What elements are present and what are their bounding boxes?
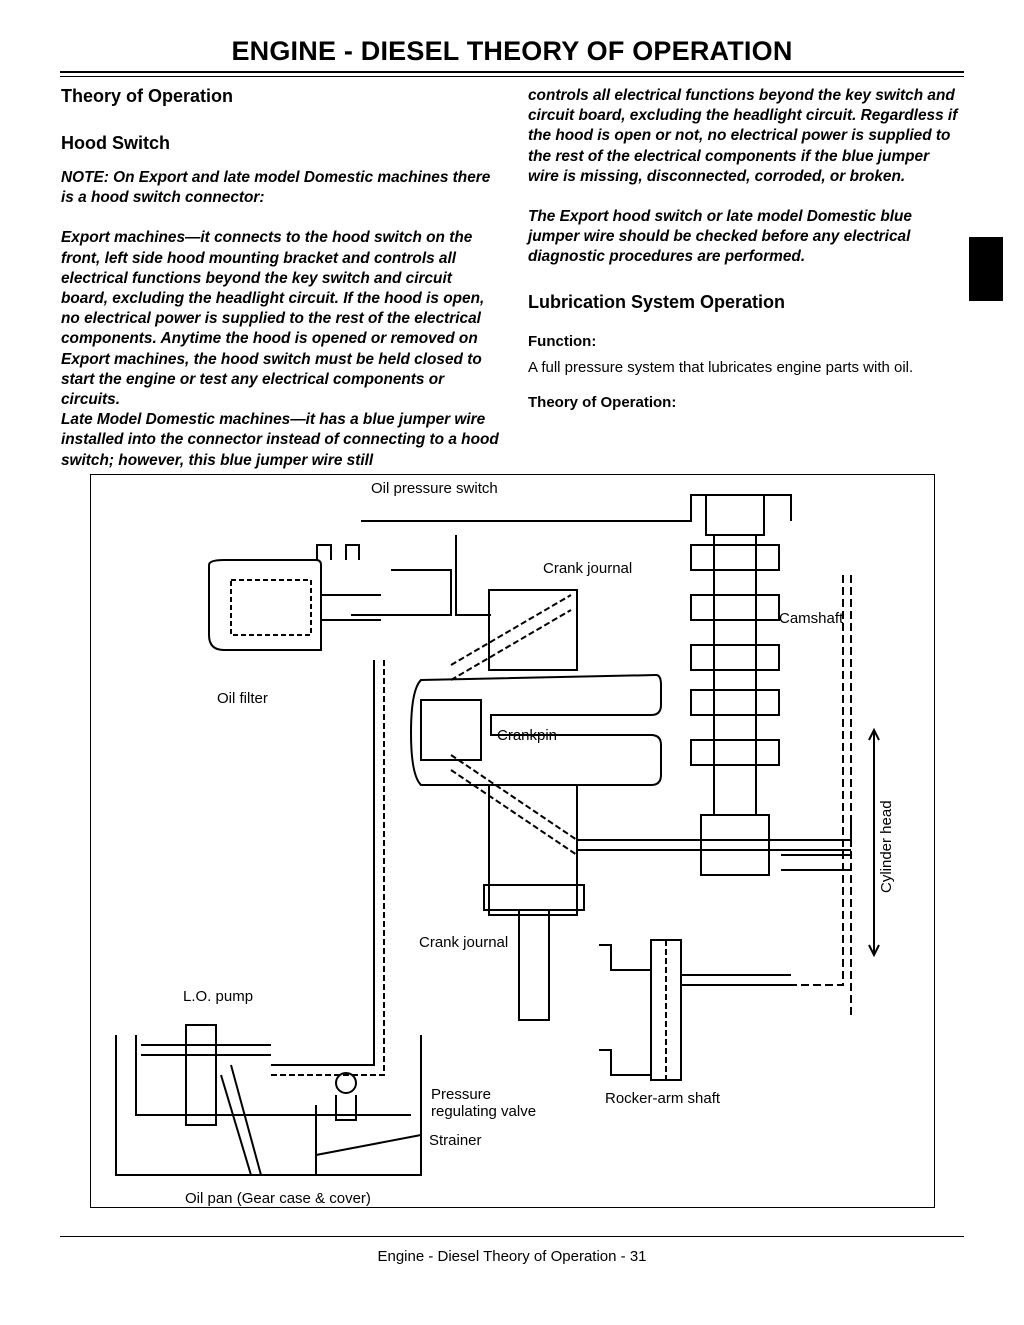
- check-paragraph: The Export hood switch or late model Dom…: [528, 208, 912, 266]
- oil-line-cam: [577, 820, 852, 851]
- lubrication-diagram: Oil pressure switch Crank journal Camsha…: [90, 474, 935, 1208]
- camshaft-bearing: [700, 814, 770, 876]
- rocker-brackets: [599, 944, 651, 1076]
- section-tab-marker: [969, 237, 1003, 301]
- crank-oil-passages: [450, 594, 578, 856]
- header-rule-thin: [60, 76, 964, 77]
- page-title: ENGINE - DIESEL THEORY OF OPERATION: [231, 36, 793, 66]
- crank-web: [409, 673, 662, 786]
- oil-filter-element: [230, 579, 312, 636]
- label-oil-filter: Oil filter: [217, 690, 268, 707]
- function-label: Function:: [528, 332, 597, 350]
- left-column: Theory of Operation Hood Switch NOTE: On…: [61, 86, 501, 471]
- hood-switch-note: NOTE: On Export and late model Domestic …: [61, 169, 491, 207]
- label-lo-pump: L.O. pump: [183, 988, 253, 1005]
- label-crankpin: Crankpin: [497, 727, 557, 744]
- pressure-valve-body: [335, 1095, 357, 1121]
- lubrication-diagram-svg: Oil pressure switch Crank journal Camsha…: [115, 480, 895, 1207]
- pressure-valve-ball: [335, 1072, 357, 1094]
- right-column: controls all electrical functions beyond…: [528, 86, 964, 411]
- label-oil-pressure-switch: Oil pressure switch: [371, 480, 498, 497]
- label-crank-journal-top: Crank journal: [543, 560, 632, 577]
- hood-switch-heading: Hood Switch: [61, 133, 170, 153]
- crank-main: [488, 784, 578, 916]
- oil-line-pump-inner: [271, 660, 385, 1076]
- label-rocker-arm-shaft: Rocker-arm shaft: [605, 1090, 721, 1107]
- function-text: A full pressure system that lubricates e…: [528, 358, 914, 376]
- theory-label: Theory of Operation:: [528, 393, 677, 411]
- filter-outlet: [321, 594, 381, 621]
- late-model-paragraph: Late Model Domestic machines—it has a bl…: [61, 411, 499, 469]
- label-crank-journal-bottom: Crank journal: [419, 934, 508, 951]
- label-pressure-valve-2: regulating valve: [431, 1103, 536, 1120]
- header-rule: [60, 71, 964, 73]
- cam-lobe-3: [690, 644, 780, 671]
- camshaft-body: [713, 534, 757, 816]
- crank-journal-top: [488, 589, 578, 671]
- oil-line-pump: [271, 660, 375, 1066]
- export-paragraph: Export machines—it connects to the hood …: [61, 229, 485, 409]
- label-camshaft: Camshaft: [779, 610, 844, 627]
- page-footer: Engine - Diesel Theory of Operation - 31: [377, 1248, 647, 1265]
- label-pressure-valve-1: Pressure: [431, 1086, 491, 1103]
- cam-lobe-4: [690, 689, 780, 716]
- filter-mounts: [316, 544, 360, 560]
- crank-journal-bearing: [483, 884, 585, 911]
- label-oil-pan: Oil pan (Gear case & cover): [185, 1190, 371, 1207]
- crankpin: [420, 699, 482, 761]
- lo-pump-body: [185, 1024, 217, 1126]
- footer-rule: [60, 1236, 964, 1237]
- oil-line-top: [351, 569, 452, 616]
- cam-lobe-1: [690, 544, 780, 571]
- oil-pan-inner: [135, 1035, 411, 1116]
- cam-gallery: [781, 854, 851, 871]
- pump-suction-pipe: [220, 1064, 262, 1176]
- rocker-oil-line: [681, 974, 791, 986]
- crank-shaft-end: [518, 909, 550, 1021]
- oil-pan-outline: [115, 1035, 422, 1176]
- lubrication-heading: Lubrication System Operation: [528, 291, 786, 312]
- cam-lobe-5: [690, 739, 780, 766]
- label-cylinder-head: Cylinder head: [878, 800, 895, 893]
- cam-lobe-2: [690, 594, 780, 621]
- oil-line-switch: [361, 494, 792, 522]
- strainer-line: [315, 1105, 422, 1175]
- label-strainer: Strainer: [429, 1132, 482, 1149]
- oil-line-crank: [455, 535, 491, 616]
- oil-line-head: [791, 575, 852, 1015]
- cylinder-head-arrowheads: [868, 727, 880, 958]
- camshaft-top: [705, 494, 765, 536]
- oil-filter-housing: [208, 559, 322, 651]
- continued-paragraph: controls all electrical functions beyond…: [528, 87, 958, 185]
- theory-heading: Theory of Operation: [61, 86, 234, 106]
- lo-pump-housing: [141, 1044, 271, 1056]
